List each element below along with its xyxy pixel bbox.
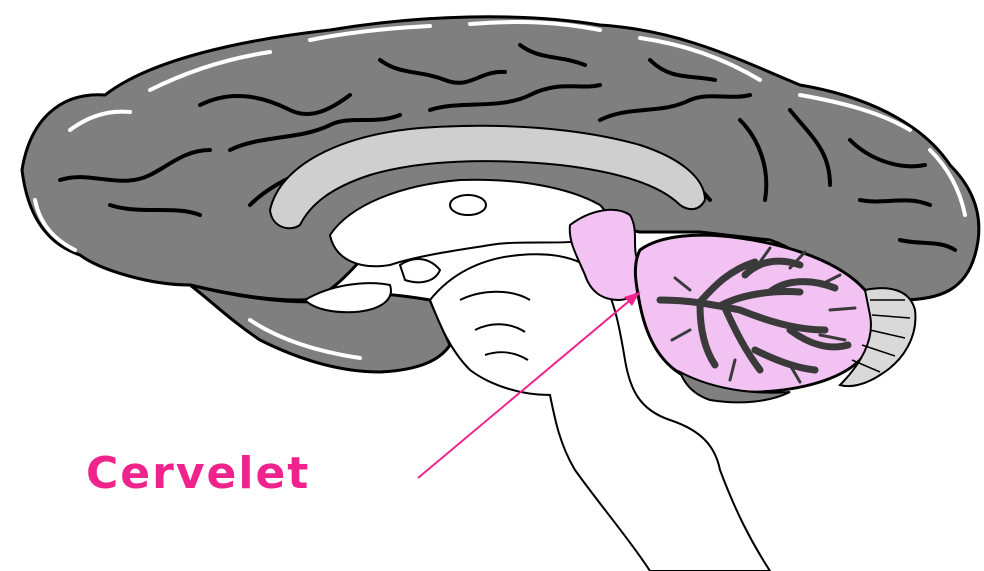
cerebellum-label: Cervelet [86,452,310,496]
